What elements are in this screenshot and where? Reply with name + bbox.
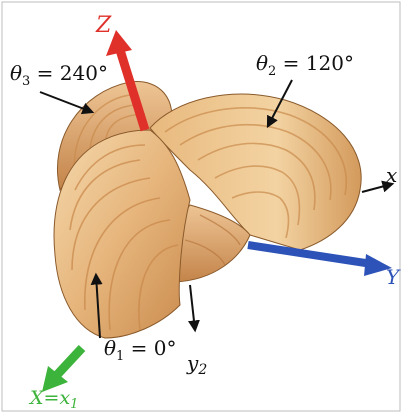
axis-label-x2: x	[386, 163, 397, 187]
axis-label-z: Z	[95, 13, 112, 38]
label-theta1: θ1 = 0°	[104, 336, 177, 364]
axis-label-y: Y	[386, 265, 401, 289]
